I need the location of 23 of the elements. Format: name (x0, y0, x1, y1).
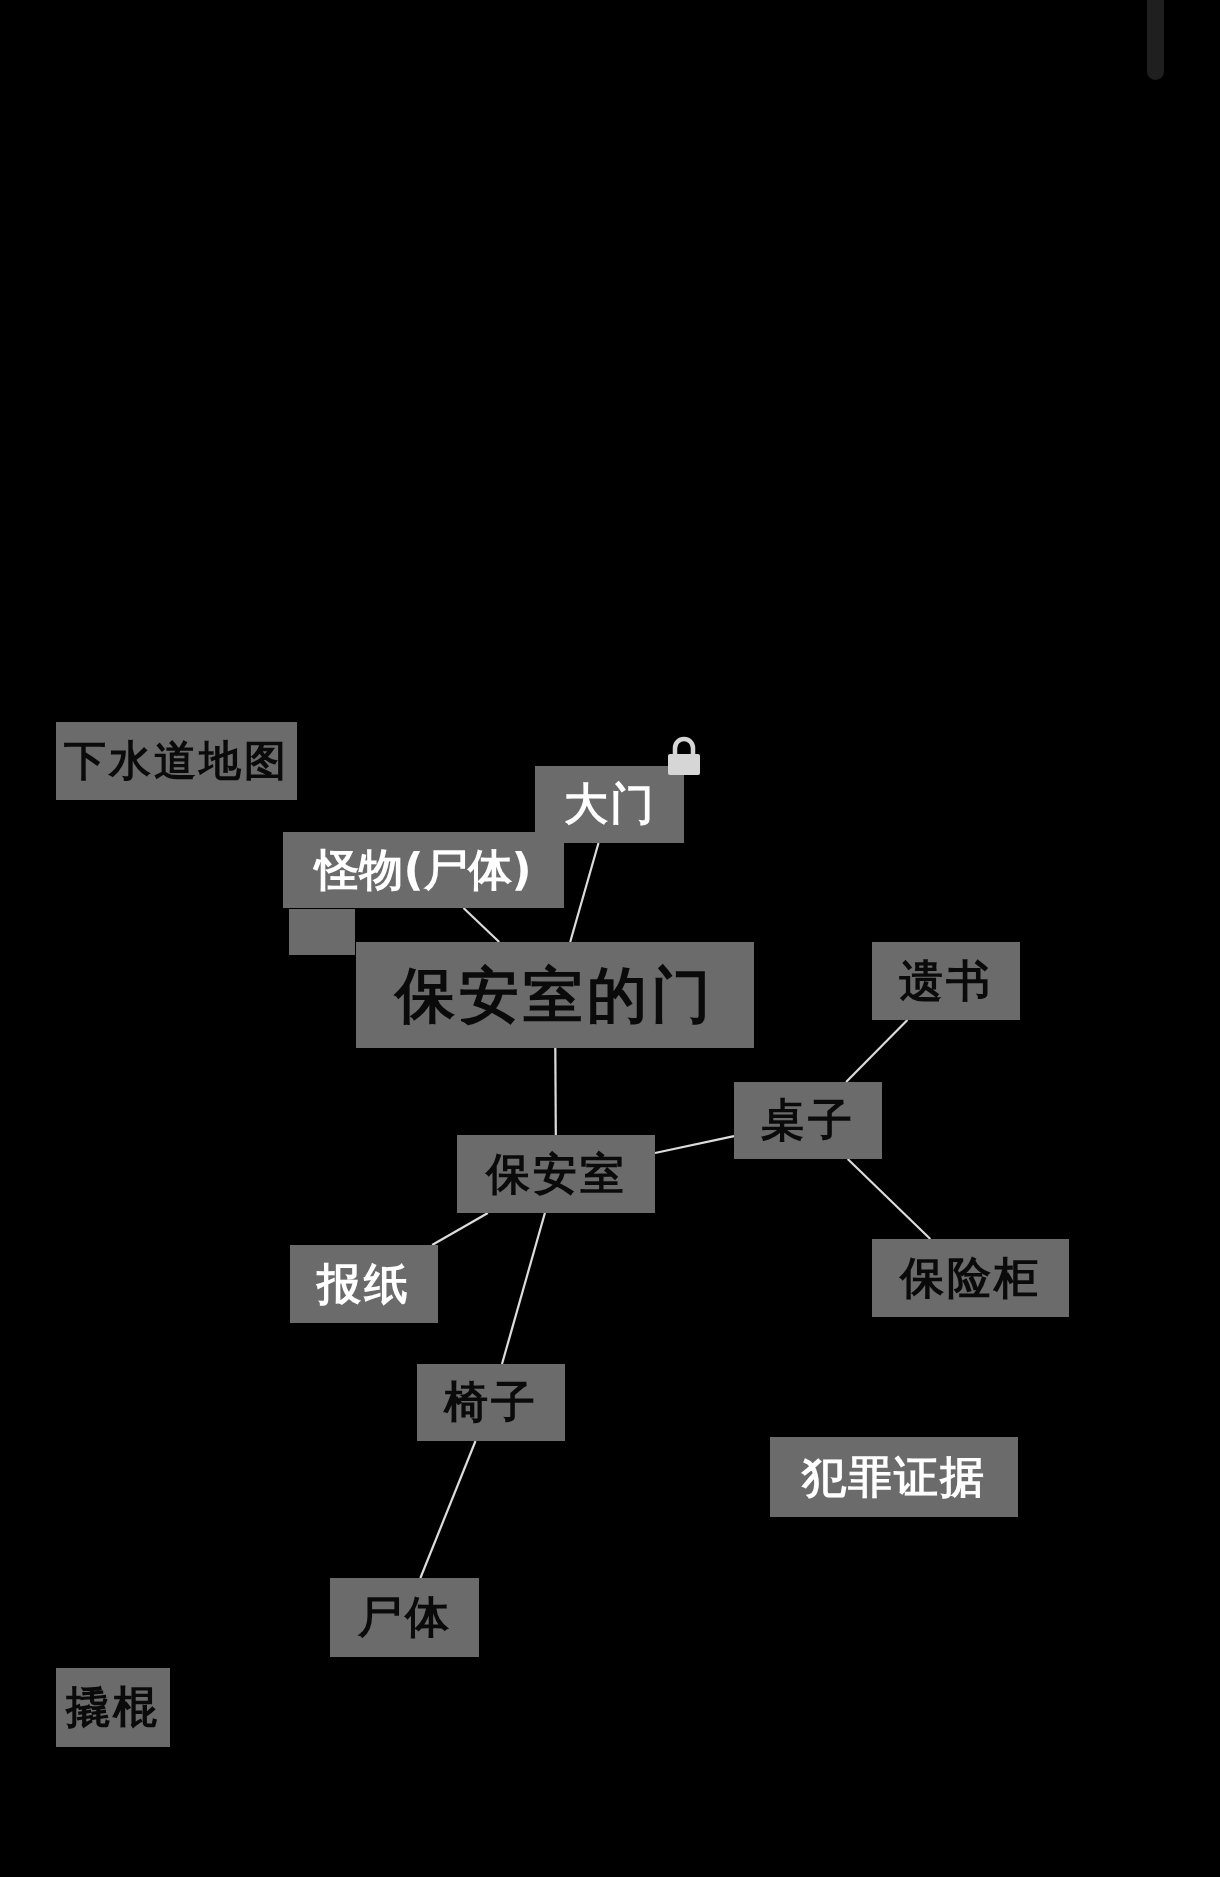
connector-line (500, 1212, 546, 1365)
connector-line (431, 1212, 489, 1246)
node-box: 桌子 (734, 1082, 882, 1159)
node-box: 保安室 (457, 1135, 655, 1213)
node-box (289, 909, 355, 955)
node-box: 下水道地图 (56, 722, 297, 800)
node-box: 大门 (535, 766, 684, 843)
node-box: 犯罪证据 (770, 1437, 1018, 1517)
connector-line (569, 842, 600, 943)
connector-line (846, 1158, 932, 1240)
node-box: 椅子 (417, 1364, 565, 1441)
connector-line (462, 907, 500, 943)
node-box: 保险柜 (872, 1239, 1069, 1317)
node-box: 保安室的门 (356, 942, 754, 1048)
connector-line (419, 1440, 477, 1579)
node-box: 撬棍 (56, 1668, 170, 1747)
node-box: 遗书 (872, 942, 1020, 1020)
connector-line (554, 1048, 557, 1135)
node-box: 尸体 (330, 1578, 479, 1657)
connector-line (654, 1135, 735, 1155)
connector-line (845, 1019, 909, 1083)
node-box: 怪物(尸体) (283, 832, 564, 908)
node-box: 报纸 (290, 1245, 438, 1323)
